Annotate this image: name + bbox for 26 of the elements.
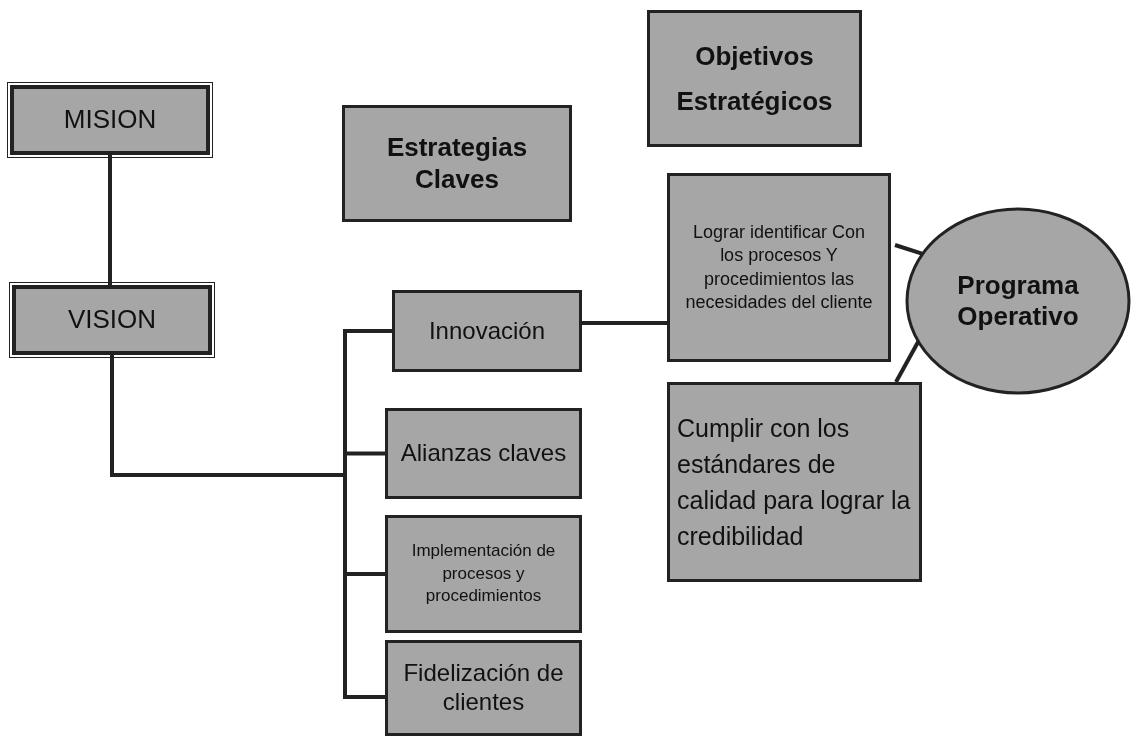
heading-box <box>342 105 572 222</box>
objective-box <box>667 382 922 582</box>
connector-line <box>894 243 924 256</box>
connector-line <box>582 321 667 325</box>
connector-line <box>894 340 921 383</box>
strategy-box <box>392 290 582 372</box>
strategy-box <box>385 515 582 633</box>
node-label: Cumplir con los estándares de calidad para lograr la credibilidad <box>677 412 912 553</box>
node-label: Implementación de procesos y procedimientos <box>410 539 557 608</box>
node-label: Programa Operativo <box>956 269 1080 333</box>
node-label: Fidelización de clientes <box>402 659 565 717</box>
node-label: VISION <box>67 304 157 336</box>
node-label: Innovación <box>428 316 546 346</box>
node-label: Objetivos Estratégicos <box>675 40 834 118</box>
node-label: Estrategias Claves <box>385 132 529 195</box>
mission-box <box>10 85 210 155</box>
connector-line <box>108 155 112 285</box>
strategy-box <box>385 408 582 499</box>
vision-box <box>12 285 212 355</box>
heading-box <box>647 10 862 147</box>
program-circle <box>905 207 1131 395</box>
node-label: Lograr identificar Con los procesos Y procedimientos las necesidades del cliente <box>684 220 874 314</box>
node-label: Alianzas claves <box>400 439 567 468</box>
node-label: MISION <box>63 104 157 136</box>
strategy-box <box>385 640 582 736</box>
objective-box <box>667 173 891 362</box>
